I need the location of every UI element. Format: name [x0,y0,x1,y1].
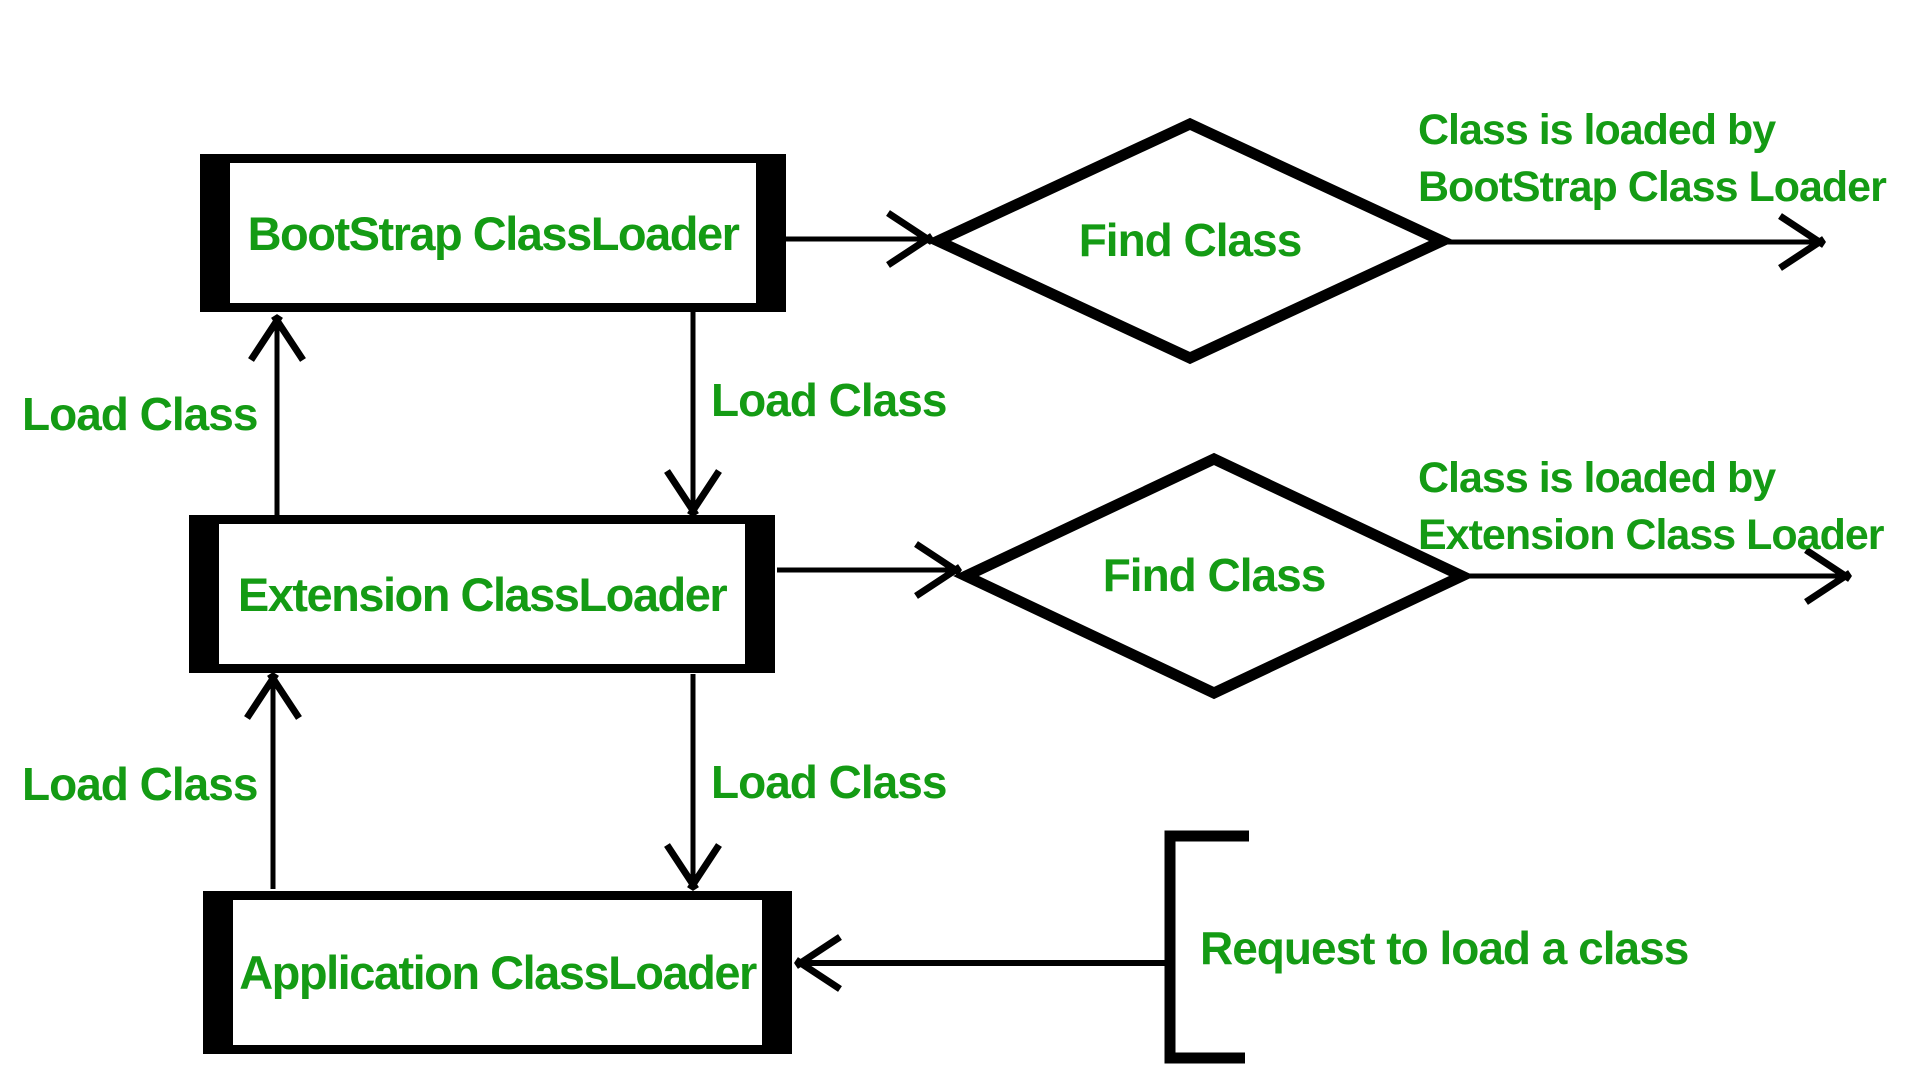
load-class-label-down-bottom: Load Class [711,756,947,808]
extension-result-line1: Class is loaded by [1418,454,1776,502]
extension-classloader-box: Extension ClassLoader [189,515,775,673]
request-bracket [1164,830,1249,1064]
find-class-label-2: Find Class [1102,549,1327,601]
bootstrap-classloader-box: BootStrap ClassLoader [200,154,786,312]
load-class-label-up-top: Load Class [22,388,258,440]
find-class-diamond-1 [924,117,1456,365]
bootstrap-result-caption: Class is loaded by BootStrap Class Loade… [1418,102,1887,216]
find-class-label-1: Find Class [1078,214,1303,266]
bootstrap-result-line2: BootStrap Class Loader [1418,163,1887,212]
application-classloader-label: Application ClassLoader [239,946,757,999]
application-classloader-box: Application ClassLoader [203,891,792,1054]
extension-result-line2: Extension Class Loader [1418,511,1884,560]
extension-classloader-label: Extension ClassLoader [237,567,728,621]
load-class-label-up-bottom: Load Class [22,758,258,810]
load-class-label-down-top: Load Class [711,374,947,426]
bootstrap-classloader-label: BootStrap ClassLoader [247,206,740,260]
extension-result-caption: Class is loaded by Extension Class Loade… [1418,450,1884,564]
find-class-diamond-2 [953,452,1475,700]
bootstrap-result-line1: Class is loaded by [1418,106,1776,154]
request-to-load-label: Request to load a class [1200,922,1689,974]
